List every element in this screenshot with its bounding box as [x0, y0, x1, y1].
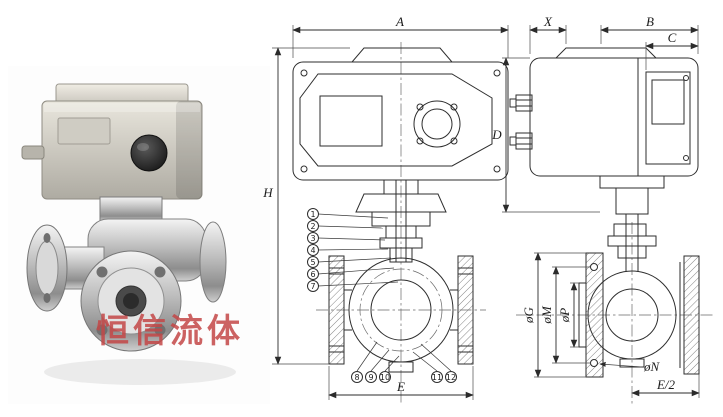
front-bracket-stem — [355, 179, 447, 263]
front-dim-h: H — [262, 47, 350, 365]
side-dim-d: D — [491, 57, 600, 213]
callout-number: 2 — [310, 222, 315, 231]
callout-number: 10 — [380, 373, 390, 382]
dim-e2-label: E/2 — [656, 377, 676, 392]
callout-1: 1 — [307, 208, 389, 220]
photo-indicator-knob — [130, 134, 168, 172]
side-left-flange — [585, 252, 604, 378]
callout-number: 1 — [310, 210, 315, 219]
callout-number: 7 — [310, 282, 315, 291]
callout-4: 4 — [307, 244, 389, 256]
photo-actuator — [21, 83, 203, 200]
front-right-flange — [457, 255, 474, 365]
side-dim-x: X — [529, 14, 567, 54]
callout-2: 2 — [307, 220, 384, 232]
side-dim-c: C — [645, 30, 699, 70]
front-callouts-bottom: 8 9 10 11 12 — [351, 341, 457, 383]
photo-shadow — [44, 359, 236, 385]
callout-number: 11 — [432, 373, 442, 382]
callout-number: 12 — [446, 373, 456, 382]
side-drain-cap — [619, 358, 645, 368]
side-bracket-stem — [599, 175, 665, 272]
dim-g-label: øG — [521, 306, 536, 324]
photo-bracket — [99, 196, 163, 222]
callout-number: 5 — [310, 258, 315, 267]
callout-3: 3 — [307, 232, 386, 244]
callout-8: 8 — [351, 341, 378, 383]
front-dim-e: E — [328, 366, 474, 400]
dim-h-label: H — [262, 185, 273, 200]
side-dim-m: øM — [539, 266, 590, 364]
side-view-drawing: X B C D øG — [491, 14, 714, 404]
side-valve-body — [578, 252, 700, 378]
front-valve-body — [328, 255, 474, 373]
dim-c-label: C — [668, 30, 677, 45]
dim-e-label: E — [396, 379, 405, 394]
dim-a-label: A — [395, 14, 404, 29]
watermark-text: 恒信流体 — [96, 311, 244, 350]
callout-7: 7 — [307, 280, 399, 292]
callout-9: 9 — [365, 349, 390, 383]
callout-number: 8 — [354, 373, 359, 382]
side-dim-g: øG — [521, 252, 586, 378]
front-view-drawing: A H E 1 2 — [262, 14, 509, 404]
photo-valve-body — [26, 218, 227, 352]
dim-b-label: B — [646, 14, 654, 29]
front-callouts-left: 1 2 3 4 5 — [307, 208, 399, 292]
front-actuator — [292, 47, 509, 181]
callout-number: 4 — [310, 246, 315, 255]
callout-6: 6 — [307, 267, 395, 280]
side-dim-p: øP — [557, 282, 579, 348]
photo-cable-gland — [21, 145, 45, 160]
side-dim-n: øN — [599, 359, 661, 374]
dim-d-label: D — [491, 127, 502, 142]
callout-5: 5 — [307, 256, 392, 268]
photo-nameplate — [57, 117, 111, 145]
callout-11: 11 — [412, 351, 443, 383]
dim-x-label: X — [543, 14, 553, 29]
callout-number: 3 — [310, 234, 315, 243]
front-dim-a: A — [292, 14, 509, 58]
photo-valve-with-actuator: 恒信流体 — [8, 66, 270, 404]
callout-12: 12 — [420, 343, 457, 383]
photo-right-flange — [199, 221, 227, 303]
side-terminal-box — [645, 71, 691, 165]
front-left-flange — [328, 255, 345, 365]
callout-number: 9 — [368, 373, 373, 382]
side-actuator — [509, 47, 699, 177]
dim-m-label: øM — [539, 305, 554, 325]
dim-n-label: øN — [643, 359, 661, 374]
side-dim-e2: E/2 — [631, 374, 700, 398]
dim-p-label: øP — [557, 308, 572, 324]
callout-number: 6 — [310, 270, 315, 279]
callout-10: 10 — [379, 355, 400, 383]
side-right-flange — [683, 255, 700, 375]
side-cable-glands — [509, 94, 533, 150]
